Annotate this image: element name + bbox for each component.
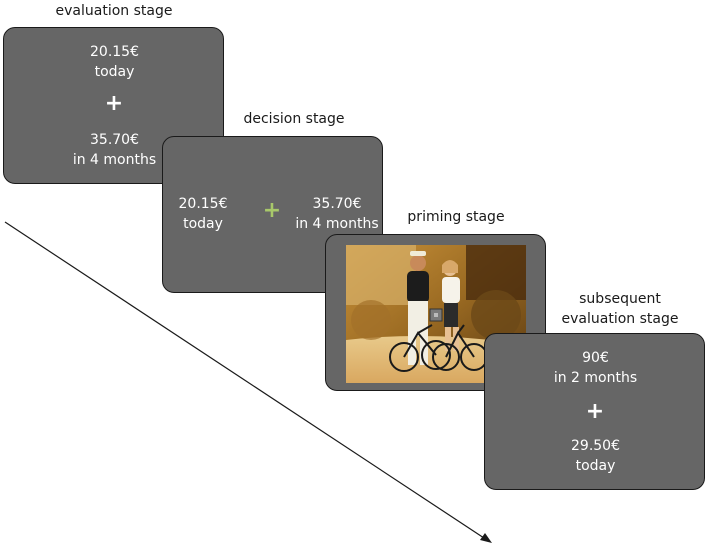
subsequent-amount-top: 90€ <box>582 350 609 366</box>
decision-stage-label: decision stage <box>243 111 345 127</box>
subsequent-time-bottom: today <box>575 458 616 474</box>
evaluation-time-bottom: in 4 months <box>72 152 157 168</box>
evaluation-stage-label: evaluation stage <box>55 3 173 19</box>
decision-amount-right: 35.70€ <box>312 196 362 212</box>
fixation-cross: + <box>104 91 124 116</box>
couple-riding-bicycles-photo <box>346 245 526 383</box>
evaluation-amount-bottom: 35.70€ <box>90 132 139 148</box>
fixation-cross-green: + <box>262 198 282 223</box>
subsequent-amount-bottom: 29.50€ <box>571 438 620 454</box>
evaluation-stage-screen: 20.15€ today + 35.70€ in 4 months <box>3 27 224 184</box>
subsequent-evaluation-stage-screen: 90€ in 2 months + 29.50€ today <box>484 333 705 490</box>
decision-time-right: in 4 months <box>295 216 379 232</box>
decision-amount-left: 20.15€ <box>178 196 228 212</box>
subsequent-stage-label-line2: evaluation stage <box>561 311 679 327</box>
evaluation-amount-top: 20.15€ <box>90 44 139 60</box>
fixation-cross: + <box>585 399 605 424</box>
evaluation-time-top: today <box>94 64 135 80</box>
subsequent-stage-label-line1: subsequent <box>579 291 661 307</box>
priming-stage-label: priming stage <box>407 209 505 225</box>
decision-time-left: today <box>183 216 223 232</box>
subsequent-time-top: in 2 months <box>553 370 638 386</box>
